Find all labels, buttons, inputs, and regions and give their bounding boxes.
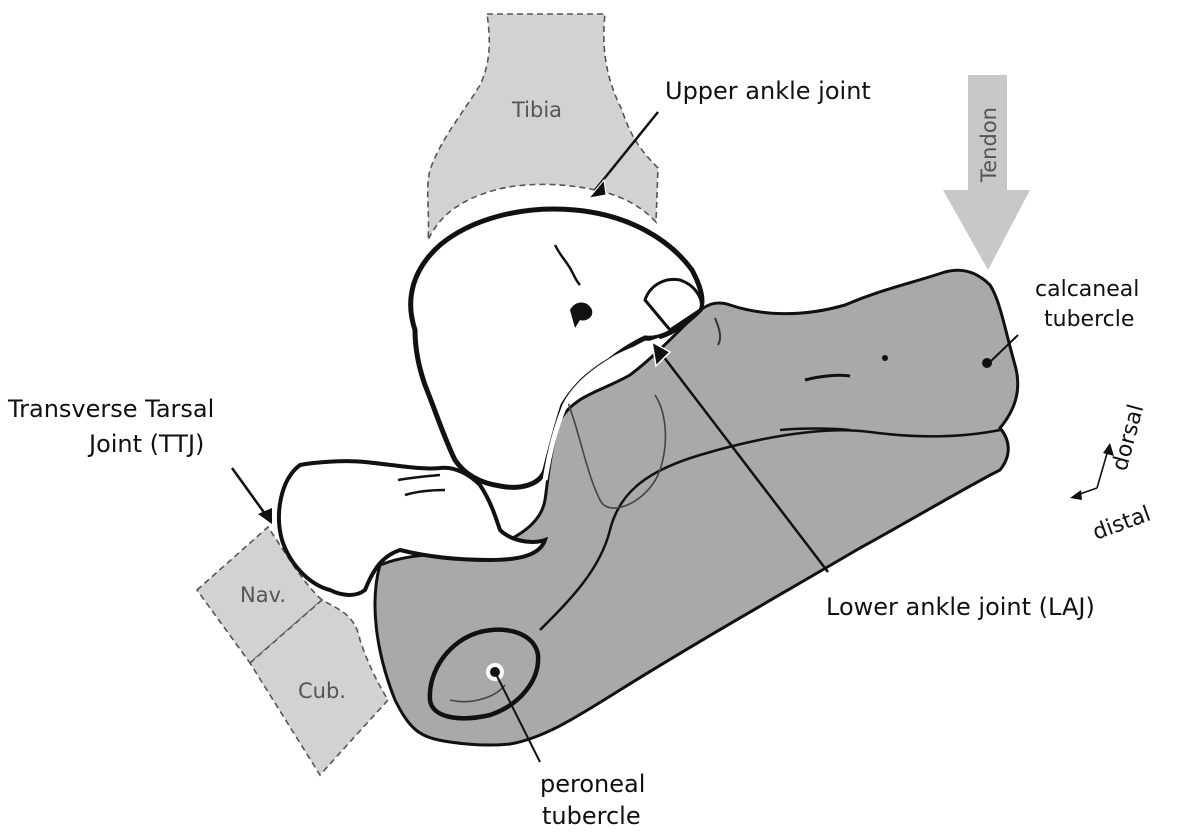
upper-ankle-joint-label: Upper ankle joint <box>665 77 871 105</box>
orientation-dorsal-arrow <box>1097 450 1108 488</box>
cuboid-label: Cub. <box>298 679 346 703</box>
tibia-label: Tibia <box>511 98 562 122</box>
dorsal-label: dorsal <box>1108 402 1150 474</box>
calcaneal-tubercle-point <box>982 358 992 368</box>
tibia-shape <box>428 14 658 240</box>
orientation-distal-arrowhead <box>1070 490 1082 500</box>
calcaneal-tubercle-label-line2: tubercle <box>1044 307 1134 332</box>
laj-label: Lower ankle joint (LAJ) <box>826 593 1095 621</box>
ttj-arrowhead <box>258 508 272 524</box>
peroneal-tubercle-label-line1: peroneal <box>540 770 645 798</box>
tendon-label: Tendon <box>977 107 1001 183</box>
peroneal-tubercle-label-line2: tubercle <box>542 802 641 830</box>
distal-label: distal <box>1090 502 1155 546</box>
navicular-label: Nav. <box>240 583 286 607</box>
ttj-label-line1: Transverse Tarsal <box>7 395 214 423</box>
ttj-label-line2: Joint (TTJ) <box>87 430 204 458</box>
orientation-indicator <box>1070 443 1114 500</box>
calcaneus-dot <box>882 355 888 361</box>
ttj-pointer <box>232 468 268 518</box>
calcaneal-tubercle-label-line1: calcaneal <box>1035 277 1139 302</box>
